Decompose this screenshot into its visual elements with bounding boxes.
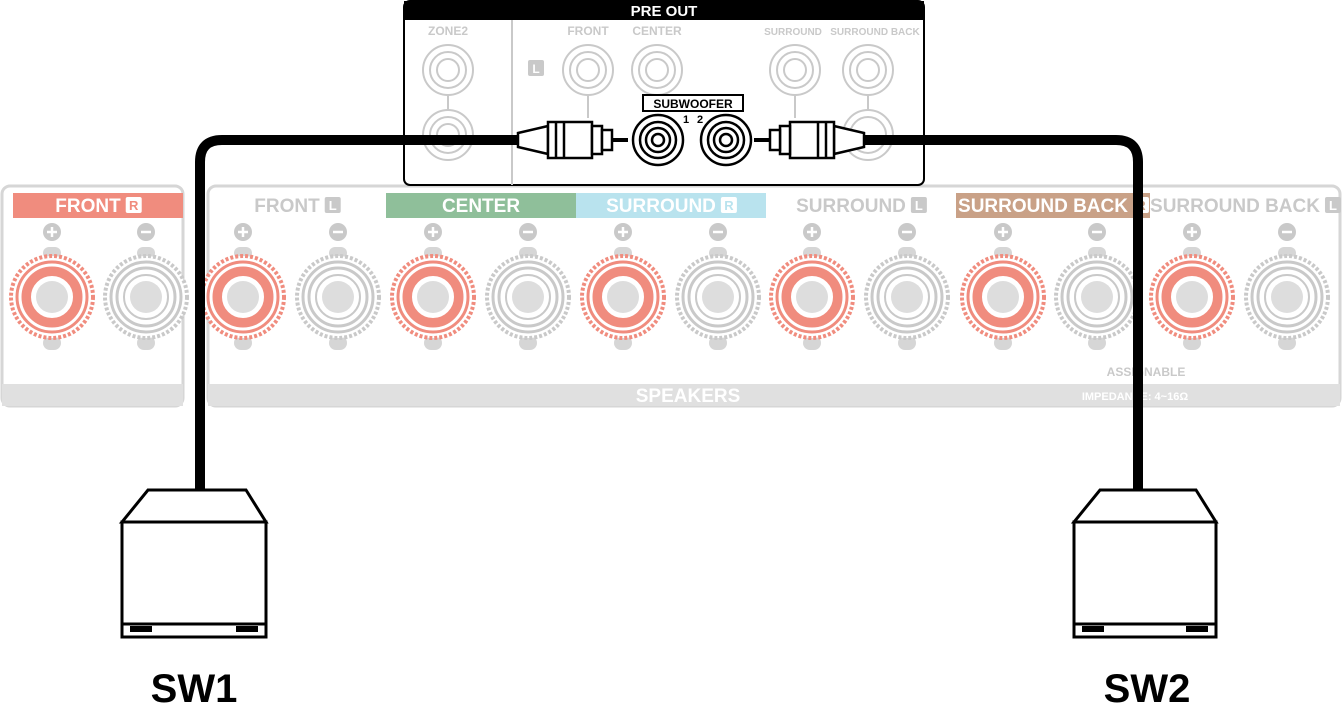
minus-terminal [1244, 223, 1330, 350]
channel-header-name: SURROUND [796, 196, 906, 217]
speaker-terminals [9, 223, 1330, 350]
surround-preout-label: SURROUND [764, 27, 822, 38]
channel-header-name: SURROUND [606, 196, 716, 217]
center-preout-label: CENTER [632, 24, 682, 38]
channel-side-letter: L [915, 198, 923, 213]
rca-plug-2 [754, 120, 866, 160]
channel-header-bg [13, 193, 183, 218]
channel-header-1: FRONT L [254, 196, 341, 217]
speaker-panel: SPEAKERS ASSIGNABLE IMPEDANCE: 4~16Ω FRO… [0, 184, 1342, 408]
speakers-label: SPEAKERS [636, 386, 741, 407]
minus-terminal [675, 223, 761, 350]
channel-header-name: FRONT [55, 196, 121, 217]
plus-terminal [1149, 223, 1235, 350]
channel-side-letter: L [329, 198, 337, 213]
rca-plug-1 [516, 120, 628, 160]
minus-terminal [1054, 223, 1140, 350]
left-marker-text: L [532, 62, 539, 76]
subwoofer-label-box [642, 94, 744, 112]
sw2-top [1070, 488, 1219, 524]
left-marker-icon [528, 60, 544, 76]
channel-header-name: SURROUND BACK [1150, 196, 1320, 217]
channel-header-bg [956, 193, 1150, 218]
cable-sw2 [862, 135, 1143, 490]
subwoofer-sw1 [118, 488, 269, 639]
sw1-label: SW1 [151, 667, 238, 711]
channel-side-box [125, 197, 142, 213]
plus-terminal [200, 223, 286, 350]
channel-side-letter: R [724, 198, 734, 213]
cable-sw1 [195, 135, 520, 490]
sw2-body [1072, 520, 1218, 626]
subwoofer-label: SUBWOOFER [653, 97, 733, 111]
minus-terminal [103, 223, 189, 350]
sw1-base [120, 622, 268, 639]
channel-header-2: CENTER [386, 193, 576, 218]
speakers-bar-main [208, 384, 1340, 406]
pre-out-title: PRE OUT [631, 3, 698, 20]
pre-out-title-bar [404, 1, 924, 20]
channel-header-bg [386, 193, 576, 218]
zone2-label: ZONE2 [428, 24, 468, 38]
subwoofer-cables [195, 120, 1143, 490]
subwoofer-1-number: 1 [683, 114, 689, 126]
sw2-label: SW2 [1104, 667, 1191, 711]
channel-header-6: SURROUND BACK L [1150, 196, 1341, 217]
plus-terminal [960, 223, 1046, 350]
channel-header-name: SURROUND BACK [958, 196, 1128, 217]
sw1-top [118, 488, 269, 524]
minus-terminal [864, 223, 950, 350]
channel-header-4: SURROUND L [796, 196, 927, 217]
subwoofer-sw2 [1070, 488, 1219, 639]
plus-terminal [580, 223, 666, 350]
plus-terminal [9, 223, 95, 350]
assignable-label: ASSIGNABLE [1107, 365, 1186, 379]
channel-header-3: SURROUND R [576, 193, 766, 218]
minus-terminal [295, 223, 381, 350]
channel-side-letter: R [129, 198, 139, 213]
channel-header-name: FRONT [254, 196, 320, 217]
subwoofer-2-jack [699, 113, 753, 167]
channel-header-0: FRONT R [13, 193, 183, 218]
subwoofer-2-number: 2 [697, 114, 703, 126]
channel-side-box [910, 197, 927, 213]
front-preout-label: FRONT [567, 24, 609, 38]
plus-terminal [769, 223, 855, 350]
subwoofer-1-jack [631, 113, 685, 167]
channel-side-box [324, 197, 341, 213]
speakers-bar-left [2, 384, 183, 406]
channel-side-box [1324, 197, 1341, 213]
channel-side-letter: L [1329, 198, 1337, 213]
surround-back-preout-label: SURROUND BACK [830, 27, 920, 38]
pre-out-panel: PRE OUT ZONE2 FRONT CENTER SURROUND SURR… [403, 0, 925, 186]
minus-terminal [485, 223, 571, 350]
channel-header-name: CENTER [442, 196, 520, 217]
sw2-base [1072, 622, 1218, 639]
channel-side-box [720, 197, 737, 213]
sw1-body [120, 520, 268, 626]
plus-terminal [390, 223, 476, 350]
